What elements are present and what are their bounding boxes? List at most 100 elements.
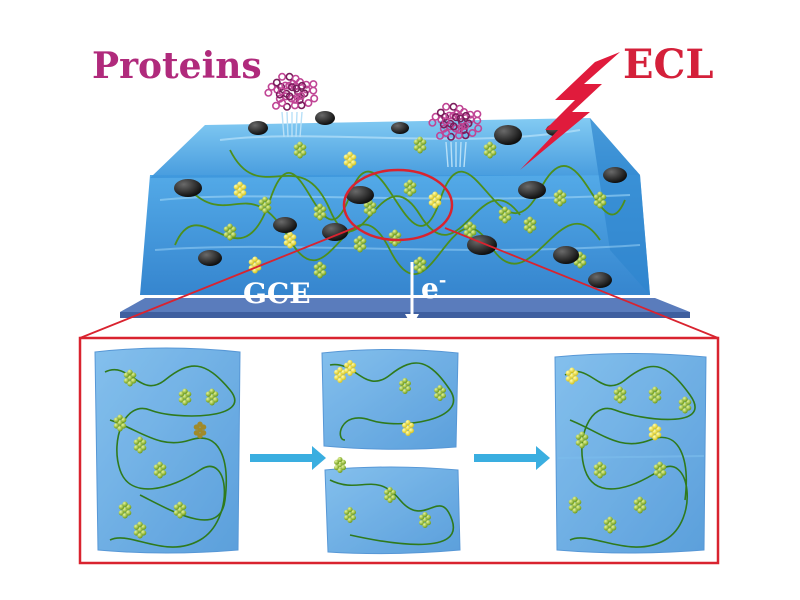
bead xyxy=(255,259,262,265)
bead-cluster xyxy=(498,206,512,224)
bead-cluster xyxy=(413,256,427,274)
protein-subunit xyxy=(264,88,273,97)
bead xyxy=(569,379,575,385)
bead xyxy=(118,504,125,510)
bead xyxy=(600,200,607,206)
protein-subunit xyxy=(446,132,455,141)
protein-stem xyxy=(463,141,467,168)
bead xyxy=(337,367,343,373)
fluorescent-beads xyxy=(223,136,607,279)
bead xyxy=(205,391,212,397)
bead xyxy=(463,230,470,236)
bead xyxy=(317,209,323,215)
protein-subunit xyxy=(267,82,276,91)
zoom-line-right xyxy=(444,227,719,339)
bead xyxy=(347,512,353,518)
bead xyxy=(407,191,413,197)
black-particle xyxy=(346,186,374,204)
electron-superscript: - xyxy=(439,270,446,291)
bead xyxy=(523,225,530,231)
bead-cluster xyxy=(233,181,247,199)
bead xyxy=(685,399,692,405)
bead xyxy=(502,212,508,218)
bead xyxy=(320,270,327,276)
protein-subunit xyxy=(459,108,468,117)
protein-subunit xyxy=(431,112,440,121)
bead xyxy=(265,199,272,205)
bead xyxy=(502,218,508,224)
bead-cluster xyxy=(133,521,147,539)
bead-cluster xyxy=(613,386,627,404)
bead-cluster xyxy=(575,431,589,449)
bead xyxy=(337,372,343,378)
bead xyxy=(334,459,340,465)
bead xyxy=(527,216,533,222)
bead xyxy=(140,530,147,536)
protein-stem xyxy=(445,141,449,168)
electrode-plate-front xyxy=(120,312,690,318)
bead xyxy=(437,390,443,396)
bead xyxy=(657,467,663,473)
bead xyxy=(402,383,408,389)
bead xyxy=(252,256,258,262)
bead-cluster xyxy=(568,496,582,514)
protein-subunit xyxy=(474,124,483,133)
bead xyxy=(334,465,340,471)
bead xyxy=(140,439,147,445)
bead xyxy=(502,206,508,212)
lightning-icon xyxy=(520,52,620,170)
bead xyxy=(117,414,123,420)
bead xyxy=(209,400,215,406)
bead-cluster xyxy=(118,501,132,519)
bead xyxy=(620,389,627,395)
bead xyxy=(137,442,143,448)
protein-subunit xyxy=(275,94,284,103)
bead xyxy=(313,212,320,218)
bead xyxy=(434,387,440,393)
protein-subunit xyxy=(297,91,306,100)
bead xyxy=(660,464,667,470)
bead xyxy=(575,434,582,440)
bead xyxy=(655,389,662,395)
protein-subunit xyxy=(309,86,318,95)
bead xyxy=(580,254,587,260)
black-particle xyxy=(198,250,222,266)
bead-cluster xyxy=(633,496,647,514)
bead xyxy=(425,514,431,520)
bead xyxy=(287,231,293,237)
panel-self-healed-hydrogel xyxy=(554,353,707,554)
black-particle xyxy=(248,121,268,135)
bead xyxy=(127,375,133,381)
bead xyxy=(344,515,350,521)
bead-cluster xyxy=(593,191,607,209)
bead xyxy=(297,153,303,159)
bead xyxy=(640,505,647,511)
bead xyxy=(357,241,363,247)
bead xyxy=(652,423,658,429)
black-particle xyxy=(322,223,348,241)
bead xyxy=(130,378,137,384)
protein-subunit xyxy=(278,72,287,81)
bead xyxy=(347,517,353,523)
protein-subunit xyxy=(468,129,477,138)
bead xyxy=(490,144,497,150)
protein-subunit xyxy=(441,112,450,121)
bead xyxy=(565,376,572,382)
bead xyxy=(237,187,243,193)
bead xyxy=(600,464,607,470)
bead-cluster xyxy=(313,261,327,279)
hydrogel-block xyxy=(140,118,650,295)
bead xyxy=(340,375,346,381)
bead xyxy=(233,184,240,190)
protein-subunit xyxy=(436,108,445,117)
bead xyxy=(413,265,420,271)
bead-cluster xyxy=(653,461,667,479)
bead xyxy=(347,365,353,371)
bead xyxy=(178,391,185,397)
bead xyxy=(405,430,411,436)
bead xyxy=(402,388,408,394)
bead xyxy=(248,259,255,265)
bead xyxy=(402,428,408,434)
bead xyxy=(160,470,167,476)
bead xyxy=(597,467,603,473)
